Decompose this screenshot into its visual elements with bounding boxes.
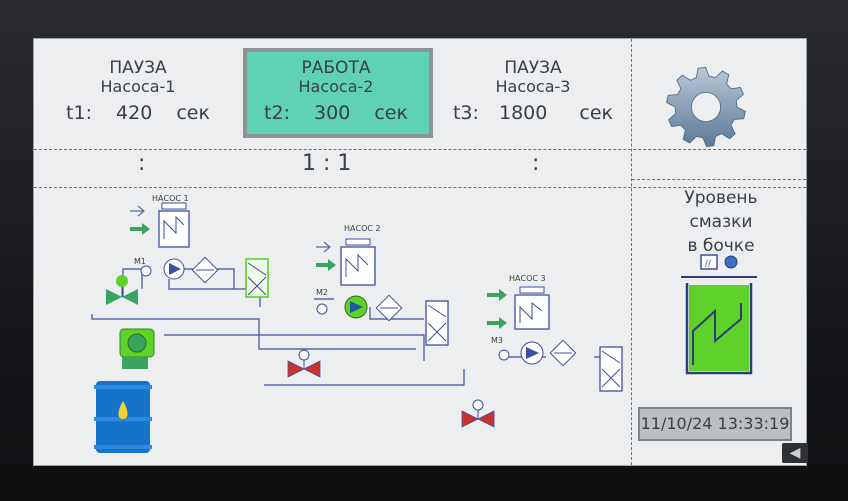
- pump3-unit: сек: [579, 102, 614, 124]
- ratio-left[interactable]: :: [138, 151, 146, 176]
- lubricant-line3: в бочке: [687, 236, 755, 256]
- divider-ratio: [34, 187, 806, 188]
- divider-side: [632, 179, 806, 180]
- green-motor: [119, 328, 155, 369]
- lubricant-fill: [689, 285, 749, 371]
- oil-barrel: [94, 381, 152, 453]
- pump2-value: 300: [314, 102, 351, 124]
- sensor-box: [700, 254, 718, 270]
- datetime-display: 11/10/24 13:33:19: [638, 407, 792, 441]
- m1-label: М1: [134, 257, 146, 266]
- pump1-diagram-label: НАСОС 1: [152, 194, 189, 203]
- valve-red-1: [287, 349, 321, 378]
- pump2-tlabel: t2:: [264, 102, 290, 124]
- pump3-status[interactable]: ПАУЗА Насоса-3 t3: 1800 сек: [448, 58, 618, 125]
- pump2-name: Насоса-2: [298, 77, 374, 96]
- valve-green: [106, 275, 138, 305]
- ratio-center[interactable]: 1 : 1: [302, 151, 352, 176]
- valve-red-2: [461, 399, 495, 428]
- pump2-state: РАБОТА: [301, 58, 371, 78]
- pump2-timer: t2: 300 сек: [256, 102, 416, 124]
- pump2-diagram-label: НАСОС 2: [344, 224, 381, 233]
- gear-icon[interactable]: [663, 64, 749, 150]
- pump1-group: [130, 202, 269, 298]
- pump2-active-box[interactable]: [243, 48, 433, 138]
- pump1-value: 420: [116, 102, 153, 124]
- pump2-status[interactable]: РАБОТА Насоса-2 t2: 300 сек: [256, 58, 416, 125]
- pump1-status[interactable]: ПАУЗА Насоса-1 t1: 420 сек: [58, 58, 218, 125]
- lubrication-diagram: НАСОС 1 НАСОС 2 НАСОС 3 М1 М2 М3: [91, 194, 623, 453]
- pump1-tlabel: t1:: [66, 102, 92, 124]
- lubricant-line2: смазки: [689, 212, 753, 232]
- lubricant-level-label: Уровень смазки в бочке: [646, 186, 796, 258]
- pump3-name: Насоса-3: [495, 77, 571, 96]
- m2-label: М2: [316, 288, 328, 297]
- pump3-timer: t3: 1800 сек: [448, 102, 618, 124]
- sensor-icon: [724, 255, 738, 269]
- back-arrow-icon[interactable]: ◀: [782, 443, 808, 463]
- pump1-state: ПАУЗА: [109, 58, 167, 78]
- pump3-state: ПАУЗА: [504, 58, 562, 78]
- pump1-name: Насоса-1: [100, 77, 176, 96]
- pump1-timer: t1: 420 сек: [58, 102, 218, 124]
- pump2-unit: сек: [374, 102, 408, 124]
- lubricant-line1: Уровень: [684, 188, 758, 208]
- pump1-unit: сек: [176, 102, 210, 124]
- ratio-right[interactable]: :: [532, 151, 540, 176]
- divider-vertical: [631, 39, 632, 465]
- pump3-group: [487, 286, 623, 392]
- lubricant-tank-level: //: [681, 254, 757, 375]
- pump3-value: 1800: [498, 102, 548, 124]
- divider-top: [34, 149, 806, 150]
- pump2-group: [316, 238, 449, 346]
- m3-label: М3: [491, 336, 503, 345]
- hmi-screen: ПАУЗА Насоса-1 t1: 420 сек РАБОТА Насоса…: [33, 38, 807, 466]
- pump3-diagram-label: НАСОС 3: [509, 274, 546, 283]
- svg-text://: //: [705, 259, 712, 269]
- pump3-tlabel: t3:: [452, 102, 479, 124]
